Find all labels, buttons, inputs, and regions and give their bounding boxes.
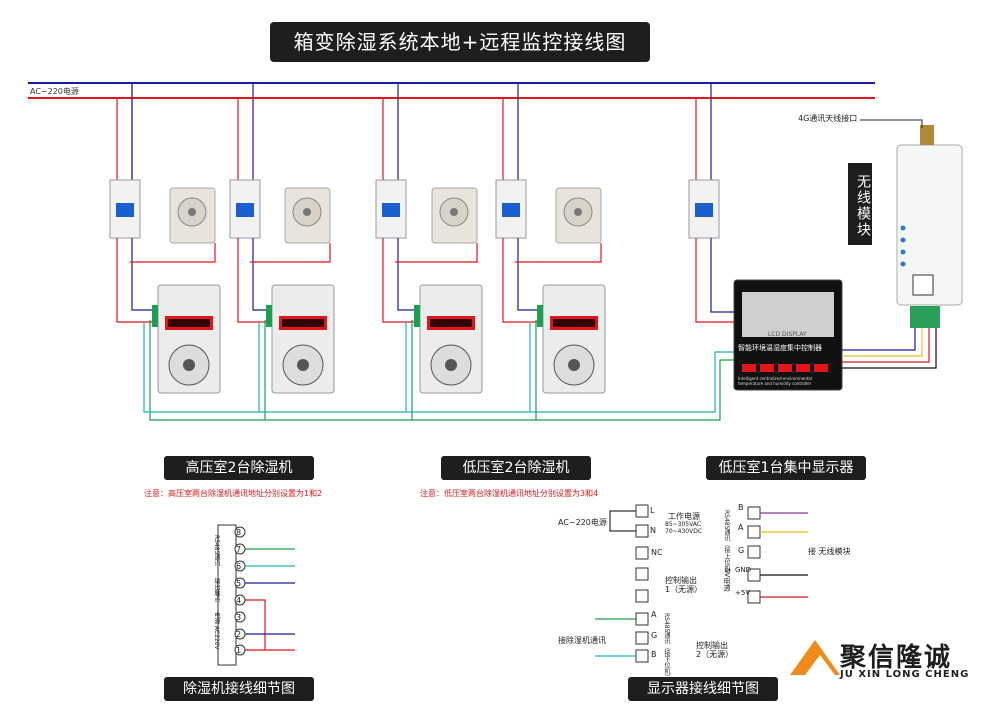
section-low-room: 低压室2台除湿机	[441, 456, 591, 480]
display-N: N	[650, 526, 656, 535]
display-right-A: A	[738, 523, 744, 532]
display-ctrl2: 控制输出2（无源）	[696, 641, 734, 659]
note-high: 注意：高压室两台除湿机通讯地址分别设置为1和2	[144, 489, 323, 498]
breaker-3	[375, 179, 407, 239]
dehum-terminal-8: 8	[236, 528, 242, 537]
breaker-1	[109, 179, 141, 239]
wireless-module	[896, 125, 963, 328]
dehumidifier-3	[414, 284, 483, 394]
breaker-5	[688, 179, 720, 239]
breaker-drops	[116, 83, 712, 180]
display-power-range: 85~305VAC 70~430VDC	[665, 521, 703, 535]
controller-brand: 智能环境温湿度集中控制器	[738, 344, 822, 352]
heater-2	[284, 187, 331, 244]
display-ac-label: AC~220电源	[558, 518, 607, 527]
display-NC: NC	[651, 548, 663, 557]
display-rs485-down: RS485通讯（接下位机）	[663, 613, 670, 681]
company-logo: 聚信隆诚 JU XIN LONG CHENG	[790, 635, 990, 685]
dehum-label-rs485: RS485通讯	[213, 535, 220, 567]
wireless-module-label: 无线模块	[848, 163, 872, 245]
note-low: 注意：低压室两台除湿机通讯地址分别设置为3和4	[420, 489, 599, 498]
display-rs485-up: RS485通讯（接上位机）	[723, 510, 730, 578]
controller-en: Intelligent centralized environmental te…	[738, 376, 812, 386]
display-power: 工作电源	[668, 512, 700, 521]
dehum-label-output: 输出触点	[213, 578, 220, 602]
section-display-detail: 显示器接线细节图	[628, 677, 778, 701]
dehum-terminal-5: 5	[236, 579, 242, 588]
ac-label: AC~220电源	[30, 87, 79, 96]
heater-3	[431, 187, 478, 244]
dehumidifier-2	[266, 284, 335, 394]
display-right-wires	[760, 512, 808, 598]
dehum-terminal-6: 6	[236, 562, 242, 571]
display-B: B	[651, 650, 657, 659]
breaker-4	[495, 179, 527, 239]
display-ctrl1: 控制输出1（无源）	[665, 576, 703, 594]
central-controller	[733, 279, 843, 391]
heater-1	[169, 187, 216, 244]
display-left-wires	[595, 510, 636, 657]
logo-mark-icon	[790, 640, 840, 675]
dehumidifier-1	[152, 284, 221, 394]
display-L: L	[650, 506, 655, 515]
section-dehum-detail: 除湿机接线细节图	[164, 677, 314, 701]
display-G: G	[651, 631, 658, 640]
display-5v-power: 5V电源	[723, 568, 731, 592]
controller-lcd: LCD DISPLAY	[768, 331, 807, 338]
dehum-terminal-3: 3	[236, 613, 242, 622]
breaker-2	[229, 179, 261, 239]
display-right-B: B	[738, 503, 744, 512]
page-title: 箱变除湿系统本地+远程监控接线图	[270, 22, 650, 62]
display-A: A	[651, 610, 657, 619]
display-right-G: G	[738, 546, 745, 555]
antenna-label: 4G通讯天线接口	[798, 114, 858, 123]
display-connect-dehum: 接除湿机通讯	[558, 636, 606, 645]
display-right-gnd: GND	[735, 566, 752, 574]
wireless-wires	[842, 328, 937, 369]
comm-wires	[143, 320, 734, 421]
display-right-5v: +5V	[735, 589, 751, 597]
dehum-terminal-7: 7	[236, 545, 242, 554]
display-left-terminals	[635, 504, 649, 663]
dehum-detail-wires	[245, 548, 295, 651]
dehum-terminal-2: 2	[236, 630, 242, 639]
dehum-label-power: 电源 AC220V	[213, 612, 220, 650]
section-high-room: 高压室2台除湿机	[164, 456, 314, 480]
display-connect-wireless: 接 无线模块	[808, 547, 851, 556]
logo-cn: 聚信隆诚	[840, 643, 953, 673]
dehumidifier-4	[537, 284, 606, 394]
section-display: 低压室1台集中显示器	[706, 456, 866, 480]
antenna-pointer	[860, 119, 923, 128]
dehum-terminal-1: 1	[236, 646, 242, 655]
heater-4	[555, 187, 602, 244]
dehum-terminal-4: 4	[236, 596, 242, 605]
logo-en: JU XIN LONG CHENG	[840, 669, 970, 680]
